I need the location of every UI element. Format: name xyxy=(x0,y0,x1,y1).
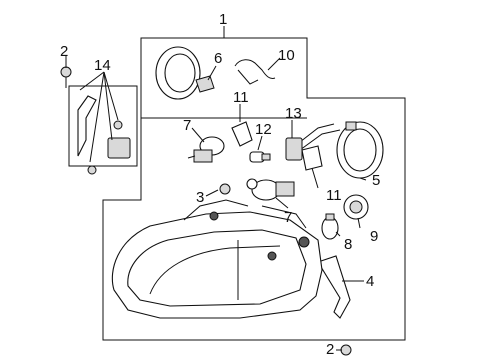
turn-signal-socket-part xyxy=(343,194,369,220)
callout-7-lower: 7 xyxy=(284,209,292,226)
spring-clip-part xyxy=(234,59,276,85)
callout-5: 5 xyxy=(372,172,380,189)
bulb-socket-part xyxy=(231,121,253,147)
fastener-part xyxy=(60,66,72,88)
assembly-outline xyxy=(102,37,406,341)
fastener-part-lower xyxy=(340,344,352,356)
callout-7-top: 7 xyxy=(183,117,191,134)
callout-9: 9 xyxy=(370,228,378,245)
trim-strip-part xyxy=(317,255,351,319)
callout-11-top: 11 xyxy=(233,89,249,106)
callout-labels: 1 2 14 6 10 7 11 12 13 11 5 3 7 9 8 4 2 xyxy=(60,11,380,358)
callout-3: 3 xyxy=(196,189,204,206)
turn-signal-bulb-part xyxy=(321,213,339,240)
retaining-ring-part xyxy=(336,121,384,179)
screw-part xyxy=(219,183,231,195)
callout-13: 13 xyxy=(285,105,302,122)
headlamp-bulb-part xyxy=(187,136,225,163)
leader-lines xyxy=(65,26,367,351)
headlamp-bracket-part xyxy=(77,95,131,175)
callout-11-lower: 11 xyxy=(326,187,342,204)
headlamp-housing xyxy=(111,199,323,319)
callout-10: 10 xyxy=(278,47,295,64)
callout-8: 8 xyxy=(344,236,352,253)
subassembly-outline xyxy=(140,38,307,119)
callout-1: 1 xyxy=(219,11,227,28)
bracket-group-outline xyxy=(68,85,138,167)
headlamp-bulb-part-lower xyxy=(246,178,295,201)
socket-wiring-part xyxy=(285,123,341,161)
trim-ring-part xyxy=(155,46,215,100)
bulb-socket-part-lower xyxy=(301,145,323,171)
callout-12: 12 xyxy=(255,121,272,138)
callout-2-bottom: 2 xyxy=(326,341,334,358)
callout-14: 14 xyxy=(94,57,111,74)
callout-2-top: 2 xyxy=(60,43,68,60)
callout-4: 4 xyxy=(366,273,374,290)
small-bulb-part xyxy=(249,151,271,163)
callout-6: 6 xyxy=(214,50,222,67)
